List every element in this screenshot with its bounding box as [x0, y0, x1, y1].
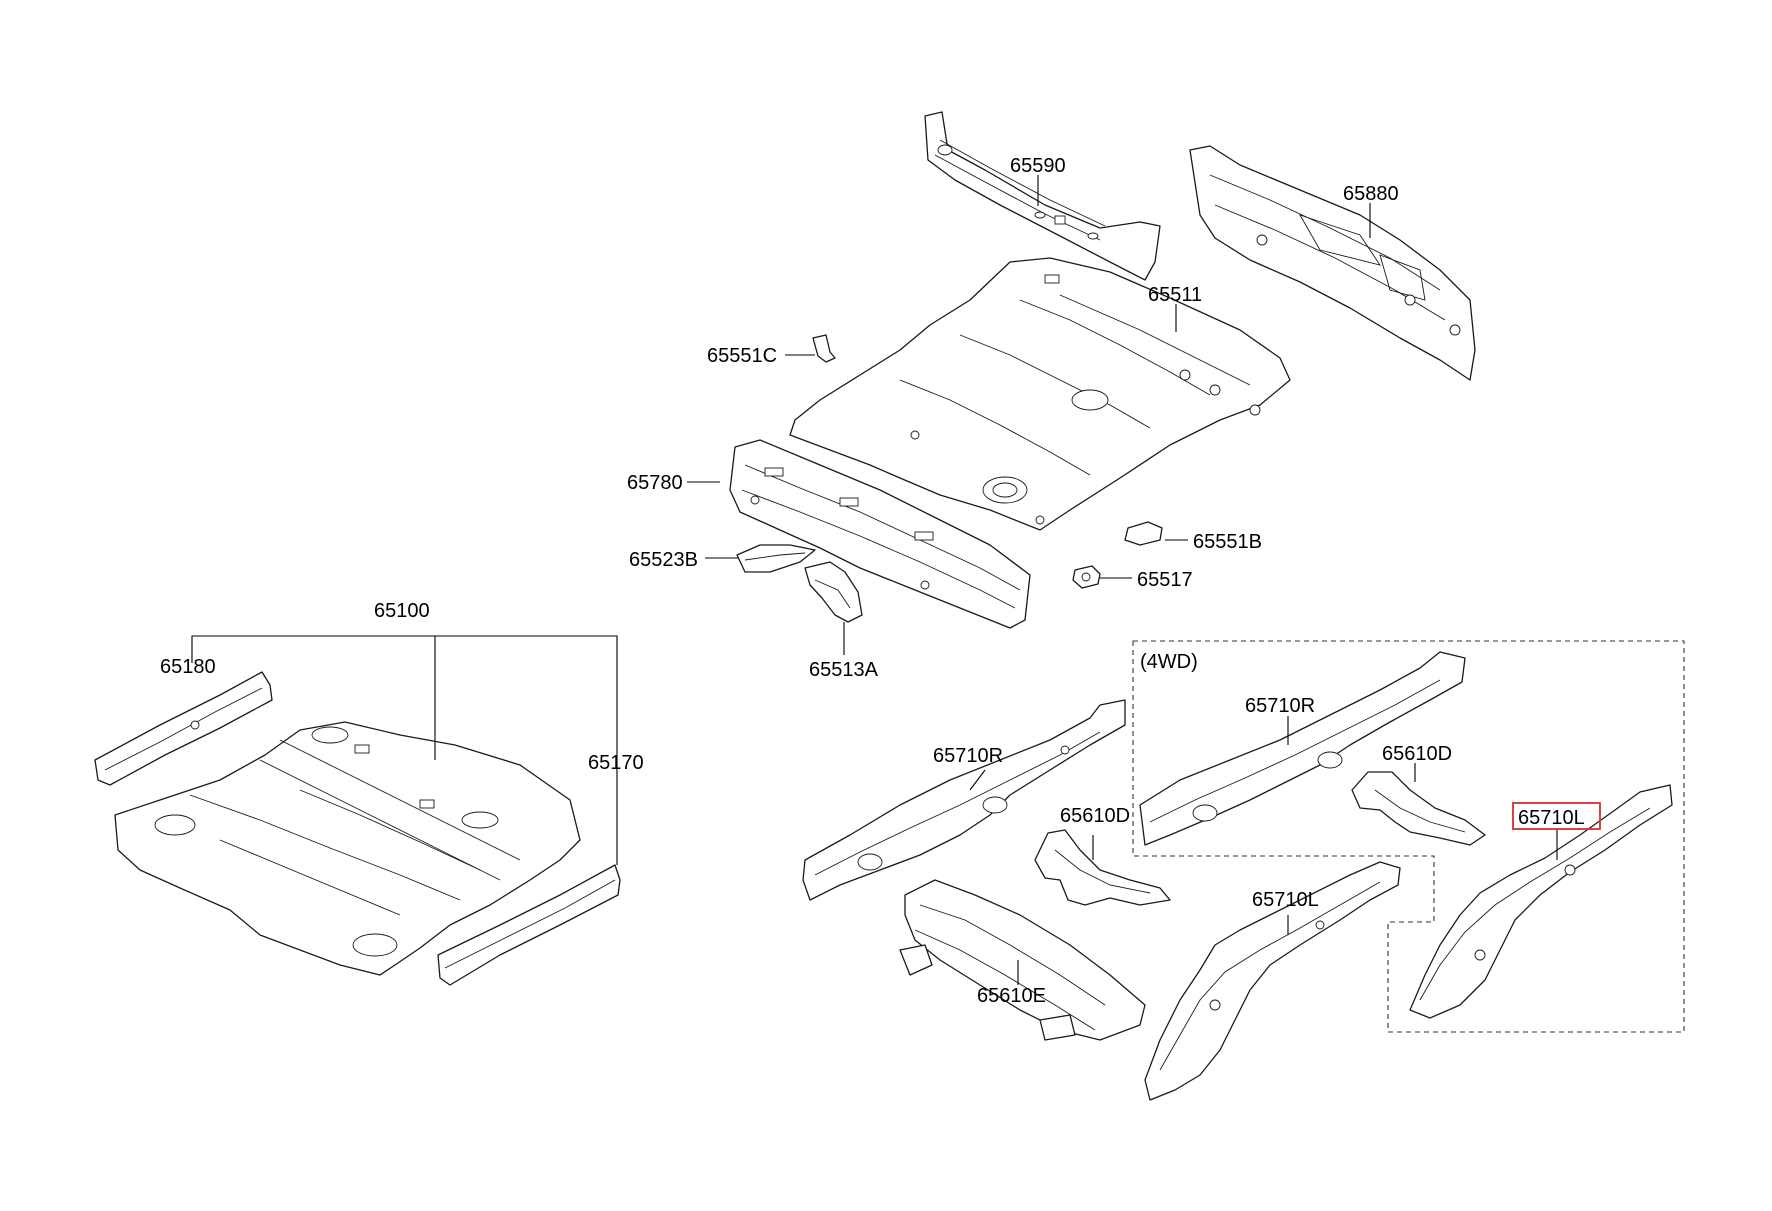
label-65551C[interactable]: 65551C — [707, 345, 777, 367]
part-65551B-drawing[interactable] — [1124, 521, 1163, 546]
part-65780-drawing[interactable] — [729, 439, 1031, 629]
label-65170[interactable]: 65170 — [588, 752, 644, 774]
label-65610D-4wd[interactable]: 65610D — [1382, 743, 1452, 765]
part-65100-drawing[interactable] — [114, 721, 581, 976]
part-65880-drawing[interactable] — [1189, 145, 1476, 381]
part-65610E-drawing[interactable] — [899, 879, 1146, 1041]
label-65780[interactable]: 65780 — [627, 472, 683, 494]
part-65710L-main-drawing[interactable] — [1144, 861, 1401, 1101]
label-65610D-main[interactable]: 65610D — [1060, 805, 1130, 827]
label-65610E[interactable]: 65610E — [977, 985, 1046, 1007]
part-65610D-4wd-drawing[interactable] — [1351, 771, 1486, 846]
label-65590[interactable]: 65590 — [1010, 155, 1066, 177]
label-65710R-4wd[interactable]: 65710R — [1245, 695, 1315, 717]
part-65610D-main-drawing[interactable] — [1034, 829, 1171, 906]
part-65551C-drawing[interactable] — [812, 334, 836, 363]
label-65880[interactable]: 65880 — [1343, 183, 1399, 205]
part-65710L-4wd-drawing[interactable] — [1409, 784, 1673, 1019]
label-65710L-main[interactable]: 65710L — [1252, 889, 1319, 911]
part-65710R-main-drawing[interactable] — [802, 699, 1126, 901]
part-65517-drawing[interactable] — [1072, 565, 1101, 589]
label-65517[interactable]: 65517 — [1137, 569, 1193, 591]
part-65523B-drawing[interactable] — [736, 544, 816, 573]
highlight-box — [1512, 802, 1601, 830]
label-65551B[interactable]: 65551B — [1193, 531, 1262, 553]
part-65511-drawing[interactable] — [789, 257, 1291, 531]
label-65100[interactable]: 65100 — [374, 600, 430, 622]
label-65710L-4wd[interactable]: 65710L — [1518, 807, 1585, 829]
label-65523B[interactable]: 65523B — [629, 549, 698, 571]
4wd-group-outline — [1132, 640, 1685, 1033]
leader-lines — [191, 175, 1558, 985]
part-65180-drawing[interactable] — [94, 671, 273, 786]
part-65170-drawing[interactable] — [437, 864, 621, 986]
label-65511[interactable]: 65511 — [1148, 284, 1202, 306]
part-65590-drawing[interactable] — [924, 111, 1161, 281]
label-65180[interactable]: 65180 — [160, 656, 216, 678]
label-65513A[interactable]: 65513A — [809, 659, 879, 681]
part-65513A-drawing[interactable] — [804, 561, 863, 623]
label-65710R-main[interactable]: 65710R — [933, 745, 1003, 767]
label-4wd-group: (4WD) — [1140, 651, 1198, 673]
